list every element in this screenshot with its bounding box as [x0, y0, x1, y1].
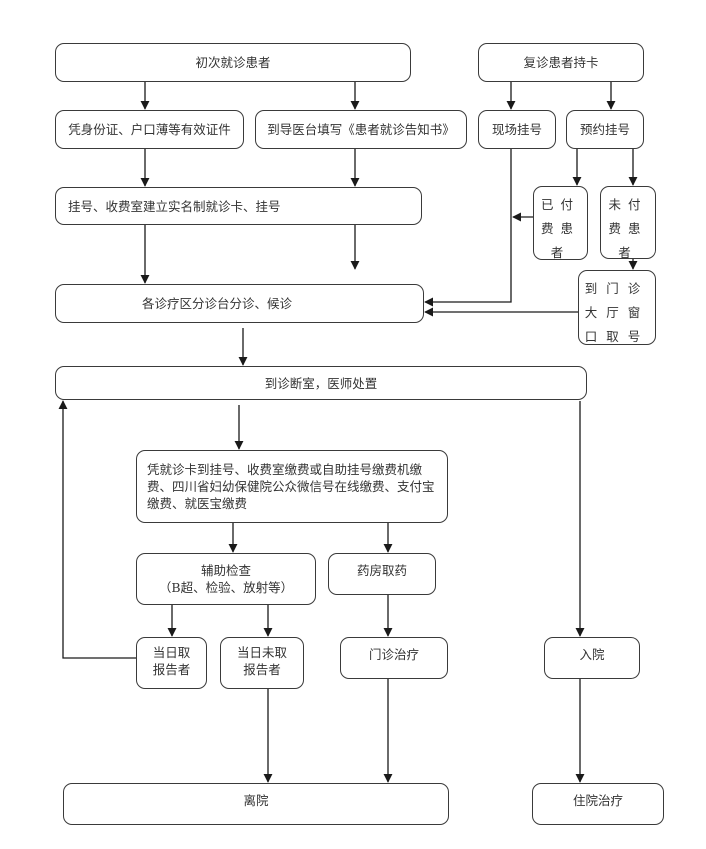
node-not-same-day: 当日未取 报告者 — [220, 637, 304, 689]
node-outpatient-treat: 门诊治疗 — [340, 637, 448, 679]
node-pharmacy: 药房取药 — [328, 553, 436, 595]
node-same-day: 当日取 报告者 — [136, 637, 207, 689]
edge-sameday-to-consult — [58, 400, 136, 659]
node-consult: 到诊断室，医师处置 — [55, 366, 587, 400]
node-label: 药房取药 — [356, 563, 407, 578]
node-label: 初次就诊患者 — [195, 55, 271, 70]
node-payment: 凭就诊卡到挂号、收费室缴费或自助挂号缴费机缴费、四川省妇幼保健院公众微信号在线缴… — [136, 450, 448, 523]
node-label: 门诊治疗 — [368, 647, 419, 662]
node-label: 住院治疗 — [572, 793, 623, 808]
node-paid: 已付 费患 者 — [533, 186, 588, 260]
node-label: 凭身份证、户口薄等有效证件 — [68, 122, 231, 137]
node-label: 到诊断室，医师处置 — [264, 375, 378, 391]
node-label: 挂号、收费室建立实名制就诊卡、挂号 — [68, 198, 281, 214]
edge-onsite-to-triage — [424, 149, 512, 307]
node-onsite-reg: 现场挂号 — [478, 110, 556, 149]
node-create-card: 挂号、收费室建立实名制就诊卡、挂号 — [55, 187, 422, 225]
node-label: 凭就诊卡到挂号、收费室缴费或自助挂号缴费机缴费、四川省妇幼保健院公众微信号在线缴… — [147, 462, 435, 511]
node-label: 现场挂号 — [491, 122, 542, 137]
node-triage: 各诊疗区分诊台分诊、候诊 — [55, 284, 424, 323]
node-id-docs: 凭身份证、户口薄等有效证件 — [55, 110, 244, 149]
node-first-visit: 初次就诊患者 — [55, 43, 411, 82]
node-appt-reg: 预约挂号 — [566, 110, 644, 149]
node-inpatient-treat: 住院治疗 — [532, 783, 664, 825]
node-label: 入院 — [579, 647, 605, 662]
node-guide-desk: 到导医台填写《患者就诊告知书》 — [255, 110, 467, 149]
node-lobby-window: 到门诊 大厅窗 口取号 — [578, 270, 656, 345]
node-label: 当日未取 报告者 — [236, 645, 287, 677]
node-return-visit: 复诊患者持卡 — [478, 43, 644, 82]
node-label: 离院 — [243, 793, 269, 808]
node-unpaid: 未付 费患 者 — [600, 186, 656, 260]
node-admit: 入院 — [544, 637, 640, 679]
node-label: 已付 费患 者 — [540, 197, 580, 260]
node-label: 到导医台填写《患者就诊告知书》 — [267, 122, 455, 137]
node-discharge: 离院 — [63, 783, 449, 825]
node-label: 当日取 报告者 — [152, 645, 191, 677]
node-label: 复诊患者持卡 — [523, 55, 599, 70]
node-label: 预约挂号 — [579, 122, 630, 137]
node-label: 辅助检查 （B超、检验、放射等） — [158, 563, 294, 595]
node-label: 各诊疗区分诊台分诊、候诊 — [142, 296, 293, 311]
node-aux-exam: 辅助检查 （B超、检验、放射等） — [136, 553, 316, 605]
node-label: 未付 费患 者 — [608, 197, 648, 260]
node-label: 到门诊 大厅窗 口取号 — [584, 281, 650, 344]
